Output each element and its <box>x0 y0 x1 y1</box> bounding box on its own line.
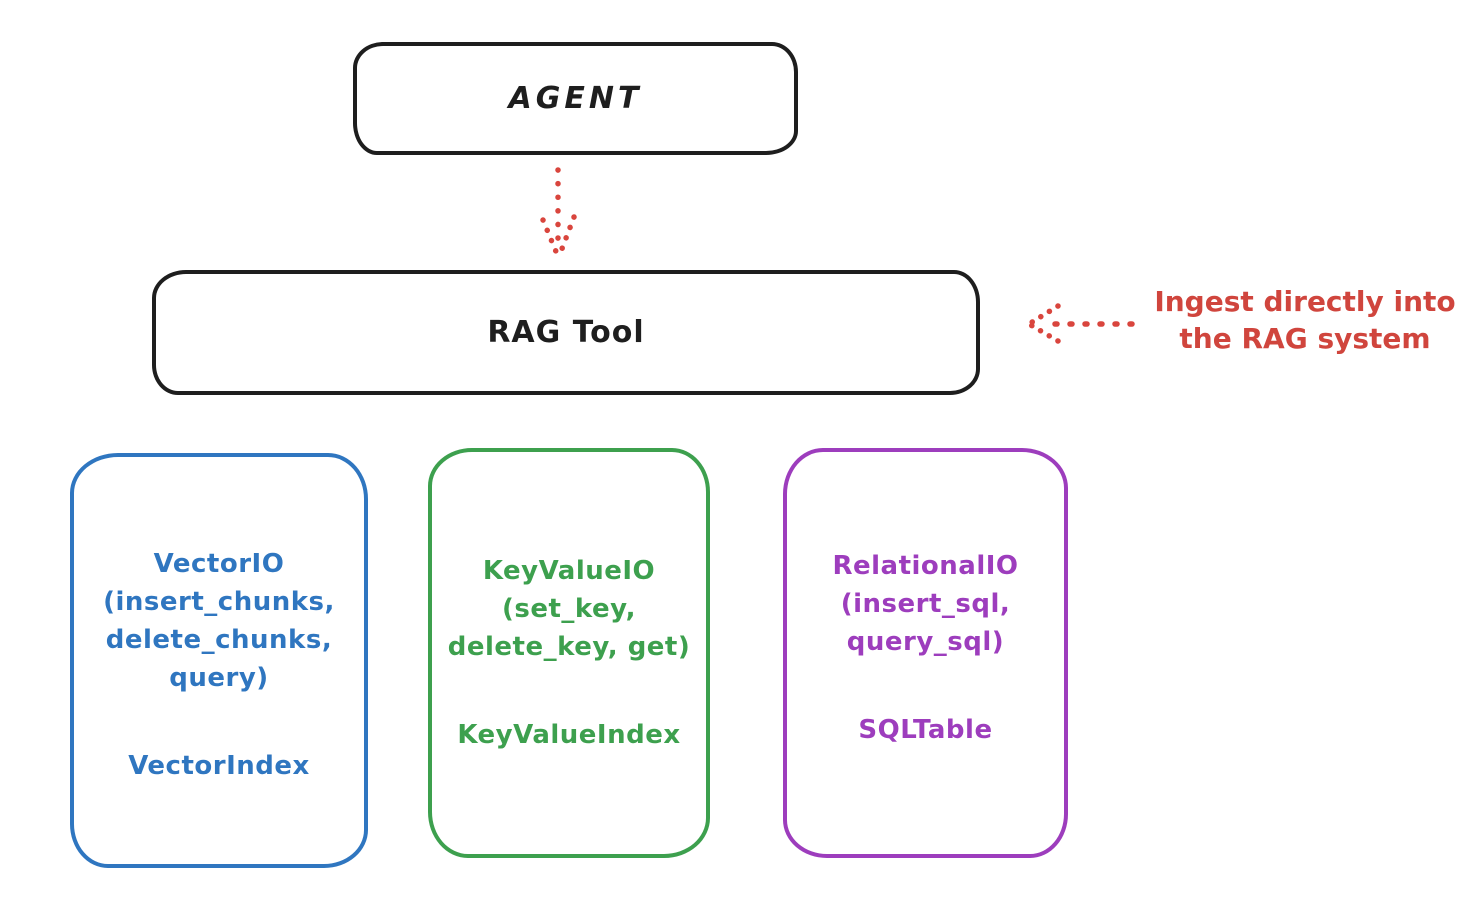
vector-io-box: VectorIO (insert_chunks, delete_chunks, … <box>70 453 368 868</box>
rag-tool-label: RAG Tool <box>487 315 645 350</box>
agent-box: AGENT <box>353 42 798 155</box>
rag-tool-box: RAG Tool <box>152 270 980 395</box>
ingest-arrow-icon <box>1026 303 1135 344</box>
vector-index-label: VectorIndex <box>128 751 310 781</box>
agent-label: AGENT <box>508 81 643 116</box>
keyvalue-io-methods: KeyValueIO (set_key, delete_key, get) <box>447 556 691 662</box>
vector-io-methods: VectorIO (insert_chunks, delete_chunks, … <box>103 549 335 693</box>
keyvalue-index-label: KeyValueIndex <box>457 720 681 750</box>
agent-to-rag-arrow-icon <box>540 167 577 257</box>
relational-io-box: RelationalIO (insert_sql, query_sql) SQL… <box>783 448 1068 858</box>
relational-io-methods: RelationalIO (insert_sql, query_sql) <box>832 551 1019 657</box>
keyvalue-io-box: KeyValueIO (set_key, delete_key, get) Ke… <box>428 448 710 858</box>
ingest-annotation: Ingest directly into the RAG system <box>1154 285 1456 355</box>
sql-table-label: SQLTable <box>858 715 993 745</box>
